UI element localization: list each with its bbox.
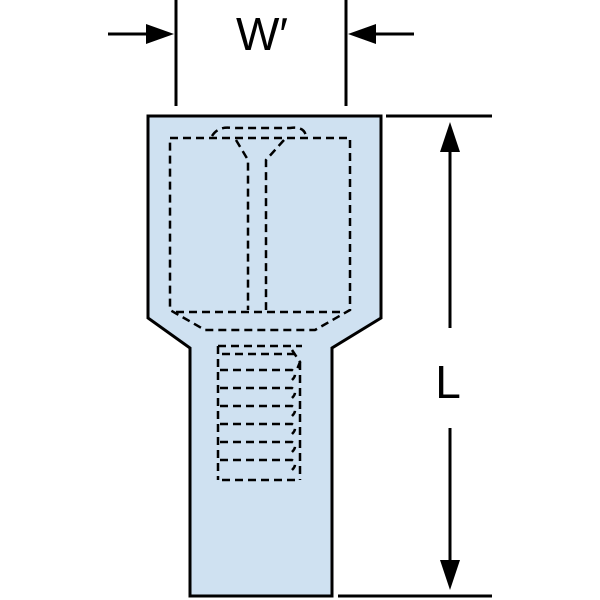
width-arrow-right-head [348, 24, 376, 44]
length-label: L [435, 356, 461, 408]
length-arrow-top-head [440, 122, 460, 152]
length-dimension [338, 114, 492, 598]
terminal-body [146, 114, 383, 598]
width-dimension [108, 0, 414, 106]
width-arrow-left-head [146, 24, 174, 44]
width-label: W′ [236, 8, 288, 60]
length-arrow-bottom-head [440, 560, 460, 590]
hidden-contact-outline [168, 126, 352, 482]
